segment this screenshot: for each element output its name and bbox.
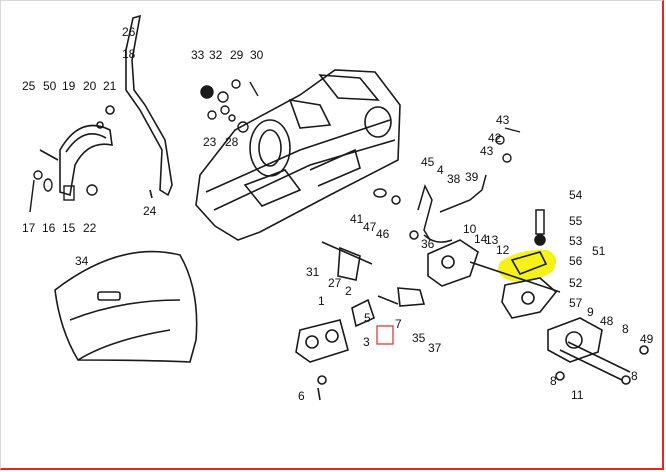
- part-label: 11: [571, 388, 584, 402]
- part-labels: 26 18 33 32 29 30 25 50 19 20 21 23 28 4…: [22, 25, 654, 403]
- part-label: 4: [437, 163, 444, 177]
- bolt-stack: [534, 209, 546, 246]
- part-label: 15: [62, 221, 76, 235]
- part-label: 2: [345, 284, 352, 298]
- part-label: 35: [412, 331, 426, 345]
- highlight-marker: [498, 249, 557, 282]
- part-label: 34: [75, 254, 89, 268]
- part-label: 43: [480, 144, 494, 158]
- part-label: 49: [640, 332, 654, 346]
- fender-cover: [54, 250, 198, 363]
- part-label: 33: [191, 48, 205, 62]
- part-label: 42: [488, 131, 502, 145]
- pump-body: [547, 317, 649, 385]
- part-label: 36: [421, 237, 435, 251]
- part-label: 53: [569, 234, 583, 248]
- part-label: 25: [22, 79, 36, 93]
- part-label: 22: [83, 221, 97, 235]
- part-label: 47: [363, 220, 377, 234]
- part-label: 55: [569, 214, 583, 228]
- part-label: 8: [550, 374, 557, 388]
- part-label: 38: [447, 172, 461, 186]
- part-label: 20: [83, 79, 97, 93]
- part-label: 39: [465, 170, 479, 184]
- part-label: 13: [485, 233, 499, 247]
- part-label: 56: [569, 254, 583, 268]
- part-label: 19: [62, 79, 76, 93]
- part-label: 52: [569, 276, 583, 290]
- top-small-parts: [200, 79, 259, 133]
- part-label: 41: [350, 212, 364, 226]
- part-label: 37: [428, 341, 442, 355]
- part-label: 51: [592, 244, 606, 258]
- part-label: 6: [298, 389, 305, 403]
- part-label: 8: [631, 369, 638, 383]
- gearbox-housing: [195, 69, 401, 241]
- shift-rod-assembly: [373, 174, 487, 243]
- part-label: 21: [103, 79, 117, 93]
- part-label: 29: [230, 48, 244, 62]
- part-label: 48: [600, 314, 614, 328]
- part-label: 31: [306, 265, 320, 279]
- part-label: 14: [474, 232, 488, 246]
- part-label: 18: [122, 47, 136, 61]
- part-label: 26: [122, 25, 136, 39]
- part-label: 8: [622, 322, 629, 336]
- part-label: 16: [42, 221, 56, 235]
- lower-actuator: [295, 241, 426, 401]
- part-label: 3: [363, 335, 370, 349]
- right-small-parts: [495, 127, 521, 163]
- part-label: 57: [569, 296, 583, 310]
- part-label: 12: [496, 243, 510, 257]
- part-label: 1: [318, 294, 325, 308]
- part-label: 23: [203, 135, 217, 149]
- part-label: 10: [463, 222, 477, 236]
- part-label: 30: [250, 48, 264, 62]
- valve-body: [427, 239, 561, 319]
- shift-lever: [125, 14, 173, 199]
- part-label: 7: [395, 317, 402, 331]
- part-label: 43: [496, 113, 510, 127]
- left-small-parts: [29, 170, 98, 213]
- part-label: 32: [209, 48, 223, 62]
- part-label: 24: [143, 204, 157, 218]
- part-label: 46: [376, 227, 390, 241]
- part-label: 45: [421, 155, 435, 169]
- part-label: 5: [364, 311, 371, 325]
- part-label: 17: [22, 221, 36, 235]
- part-label: 54: [569, 188, 583, 202]
- part-label: 28: [225, 135, 239, 149]
- part-label: 27: [328, 276, 342, 290]
- red-annotation-box: [376, 325, 394, 345]
- brake-shoe: [39, 105, 115, 197]
- part-label: 9: [587, 305, 594, 319]
- part-label: 50: [43, 79, 57, 93]
